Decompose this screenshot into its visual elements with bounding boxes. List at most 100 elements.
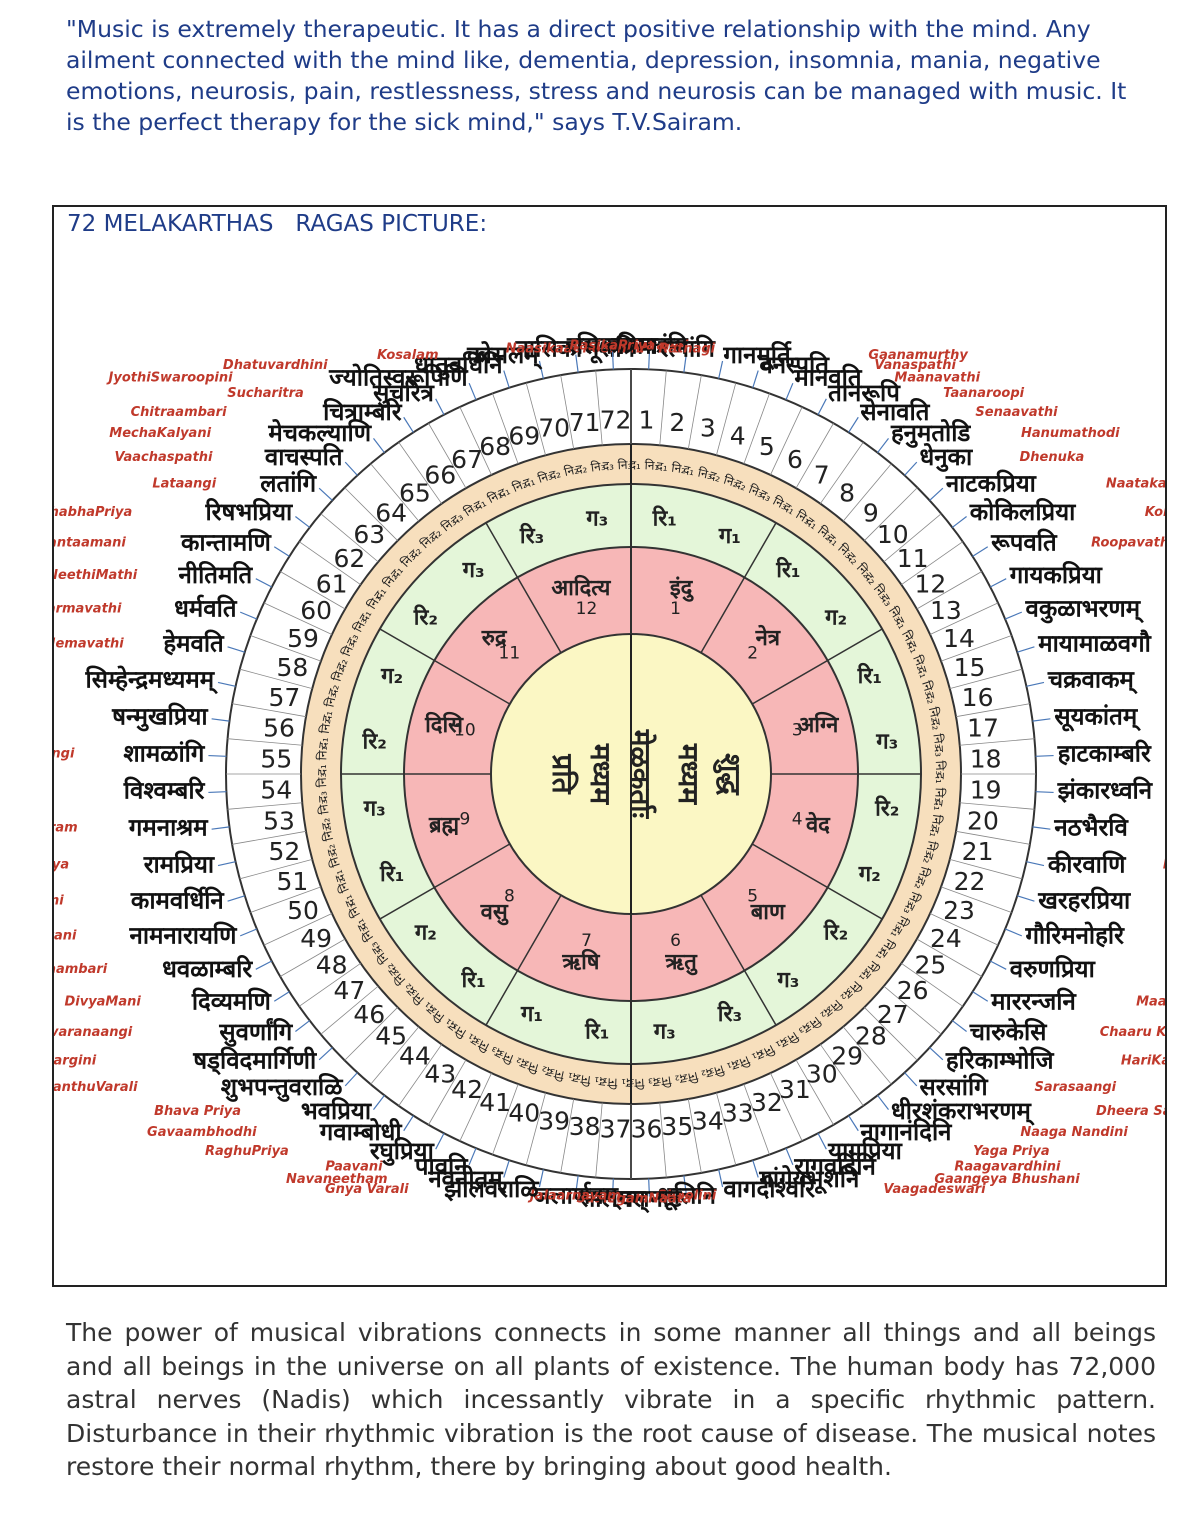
raga-pointer: [648, 351, 651, 370]
raga-name-english: Dhatuvardhini: [223, 358, 328, 373]
raga-divider: [227, 738, 303, 746]
raga-pointer: [373, 438, 385, 454]
raga-number: 21: [962, 837, 994, 866]
raga-name-devanagari: गौरिमनोहरि: [1024, 921, 1125, 949]
raga-pointer: [503, 370, 510, 388]
raga-pointer: [785, 382, 794, 401]
raga-name-english: Dheera Sankara Bharanam: [1096, 1104, 1165, 1119]
raga-name-devanagari: धवळाम्बरि: [162, 955, 253, 983]
raga-number: 7: [814, 461, 830, 490]
dha-ni-label: द₂ नि₃: [928, 718, 946, 749]
raga-pointer: [951, 516, 967, 528]
dha-ni-label: द₁ नि₁: [932, 772, 947, 802]
raga-number: 39: [538, 1107, 570, 1136]
raga-name-devanagari: षड्विदमार्गिणी: [192, 1046, 317, 1075]
chakra-divider: [485, 894, 562, 1026]
raga-pointer: [972, 546, 989, 557]
chakra-name: आदित्य: [551, 574, 611, 601]
raga-name-english: Kanakangi: [611, 338, 689, 353]
raga-divider: [955, 703, 1030, 718]
chakra-divider: [379, 843, 511, 920]
raga-name-devanagari: चित्राम्बरि: [322, 398, 403, 426]
raga-name-devanagari: रूपवति: [990, 529, 1058, 557]
raga-divider: [819, 442, 864, 504]
dha-ni-label: द₃ नि₃: [932, 745, 947, 775]
raga-name-english: Jalaarnavam: [527, 1188, 621, 1203]
raga-divider: [842, 1026, 892, 1085]
raga-name-devanagari: ज्योतिस्वरूपिणि: [328, 364, 469, 392]
raga-name-devanagari: गमनाश्रम: [128, 814, 209, 842]
ri-ga-label: ग₃: [585, 507, 608, 532]
raga-number: 69: [508, 421, 540, 450]
ri-ga-label: ग₂: [858, 862, 881, 887]
raga-name-english: Gaangeya Bhushani: [934, 1172, 1080, 1187]
raga-divider: [901, 541, 963, 586]
raga-pointer: [538, 1169, 544, 1188]
dha-ni-label: द₂ नि₃: [316, 799, 334, 830]
raga-divider: [595, 370, 603, 446]
raga-pointer: [239, 611, 258, 620]
raga-number: 64: [375, 498, 407, 527]
raga-name-devanagari: षन्मुखप्रिया: [111, 702, 208, 731]
raga-number: 55: [260, 745, 292, 774]
raga-name-devanagari: माररन्जनि: [990, 987, 1077, 1015]
dha-ni-label: द₁ नि₃: [682, 462, 714, 482]
raga-divider: [743, 1083, 770, 1155]
raga-name-english: Vanaspathi: [874, 358, 956, 373]
raga-divider: [280, 571, 346, 610]
raga-pointer: [575, 1175, 579, 1194]
raga-name-devanagari: लतांगि: [259, 470, 317, 498]
raga-name-devanagari: नीतिमति: [178, 561, 254, 589]
raga-number: 4: [730, 421, 746, 450]
raga-number: 46: [353, 1000, 385, 1029]
raga-number: 12: [914, 569, 946, 598]
raga-pointer: [373, 1094, 385, 1110]
diagram-title: 72 MELAKARTHAS RAGAS PICTURE:: [67, 211, 488, 237]
raga-number: 3: [700, 413, 716, 442]
raga-name-english: SubhaPanthuVarali: [54, 1080, 138, 1095]
raga-number: 10: [877, 520, 909, 549]
raga-name-english: NaasikaaBhooshini: [506, 342, 646, 357]
raga-name-english: Roopavathi: [1091, 536, 1165, 551]
chakra-name: बाण: [750, 900, 786, 925]
raga-number: 30: [806, 1059, 838, 1088]
raga-divider: [232, 703, 307, 718]
chakra-name: रुद्र: [481, 626, 508, 651]
raga-divider: [959, 802, 1035, 810]
chakra-number: 12: [576, 599, 598, 619]
raga-name-devanagari: मायामाळवगौ: [1037, 630, 1151, 658]
raga-number: 51: [277, 867, 309, 896]
raga-pointer: [683, 1175, 687, 1194]
chakra-number: 11: [499, 643, 521, 663]
chakra-number: 2: [747, 643, 758, 663]
melakartha-diagram-frame: 72 MELAKARTHAS RAGAS PICTURE: प्रतिमध्यम…: [52, 205, 1167, 1287]
ri-ga-label: रि₃: [717, 1000, 742, 1027]
raga-divider: [227, 802, 303, 810]
raga-name-devanagari: जलार्णवम्: [532, 1181, 622, 1210]
raga-number: 61: [316, 569, 348, 598]
raga-divider: [770, 406, 803, 476]
raga-divider: [428, 1059, 467, 1125]
chakra-number: 10: [454, 720, 476, 740]
raga-divider: [239, 668, 313, 689]
chakra-number: 9: [459, 810, 470, 830]
raga-divider: [659, 1102, 667, 1178]
raga-divider: [344, 1007, 398, 1061]
ri-ga-label: ग₁: [520, 1002, 543, 1027]
raga-name-english: Shyamalaangi: [54, 746, 75, 761]
raga-pointer: [227, 646, 245, 653]
dha-ni-label: द₁ नि₁: [602, 1075, 632, 1090]
raga-name-english: Keeravani: [1163, 857, 1165, 872]
raga-name-english: Naaga Nandini: [1020, 1125, 1128, 1140]
ri-ga-label: रि₂: [362, 727, 387, 754]
dha-ni-label: द₁ नि₂: [656, 459, 687, 477]
chakra-name: ब्रह्म: [428, 813, 461, 838]
ri-ga-label: ग₁: [718, 524, 741, 549]
raga-name-devanagari: झंकारध्वनि: [1057, 777, 1154, 805]
raga-pointer: [208, 791, 227, 794]
raga-number: 45: [375, 1022, 407, 1051]
raga-pointer: [904, 461, 918, 476]
dha-ni-label: द₂ नि₂: [548, 462, 580, 482]
raga-pointer: [468, 382, 477, 401]
raga-name-devanagari: वनस्पति: [758, 351, 830, 379]
